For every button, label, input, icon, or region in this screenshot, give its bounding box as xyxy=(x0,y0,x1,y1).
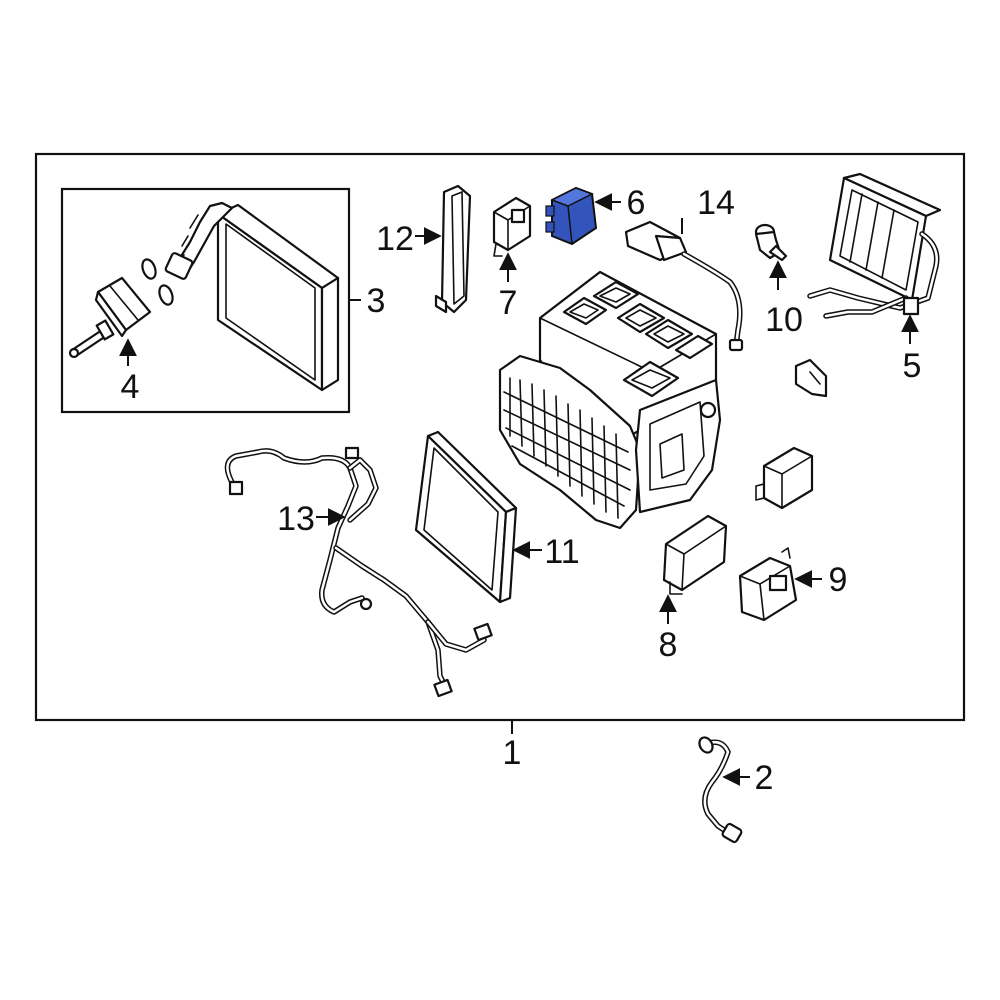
small-bracket[interactable] xyxy=(794,358,828,398)
part-13-wire-harness[interactable] xyxy=(224,446,493,698)
o-ring-1 xyxy=(141,258,157,280)
part-6-control-module-highlighted[interactable] xyxy=(545,186,598,246)
callout-2: 2 xyxy=(755,759,774,797)
part-7-actuator[interactable] xyxy=(492,196,532,257)
part-8-module[interactable] xyxy=(662,514,728,595)
callout-4: 4 xyxy=(121,368,140,406)
part-9-control-module[interactable] xyxy=(738,547,798,622)
callout-12: 12 xyxy=(376,220,414,258)
callout-14: 14 xyxy=(697,184,735,222)
callout-5: 5 xyxy=(903,347,922,385)
callout-11: 11 xyxy=(544,533,579,571)
part-14-harness[interactable] xyxy=(624,220,744,352)
part-12-duct[interactable] xyxy=(434,184,472,314)
callout-1: 1 xyxy=(503,734,522,772)
callout-7: 7 xyxy=(499,284,518,322)
callout-10: 10 xyxy=(765,301,803,339)
part-2-hose[interactable] xyxy=(697,735,743,844)
relay-upper[interactable] xyxy=(755,446,814,510)
part-3-evaporator-core[interactable] xyxy=(164,201,340,392)
part-4-expansion-valve[interactable] xyxy=(68,276,152,359)
callout-6: 6 xyxy=(627,184,646,222)
o-ring-2 xyxy=(158,284,174,306)
callout-9: 9 xyxy=(829,561,848,599)
hvac-case-assembly[interactable] xyxy=(498,270,722,530)
callout-13: 13 xyxy=(277,500,315,538)
callout-3: 3 xyxy=(367,282,386,320)
part-11-filter[interactable] xyxy=(414,430,518,604)
part-5-heater-core[interactable] xyxy=(807,172,942,319)
callout-8: 8 xyxy=(659,626,678,664)
part-10-sensor[interactable] xyxy=(754,223,788,262)
assembly-frame xyxy=(34,152,966,722)
